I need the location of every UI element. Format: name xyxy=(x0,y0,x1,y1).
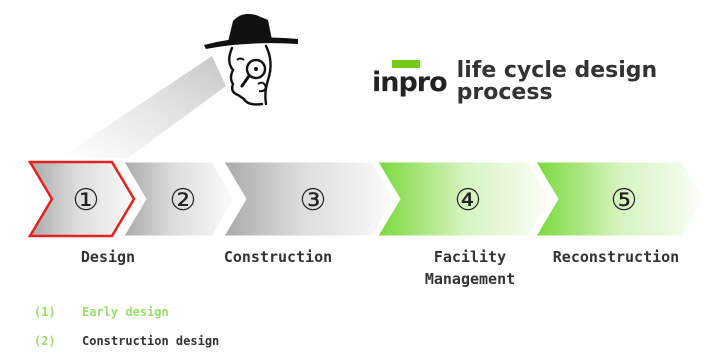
step-number-2: ② xyxy=(170,183,197,218)
legend-text: Construction design xyxy=(82,334,220,348)
logo-accent-bar xyxy=(392,59,420,68)
step-number-1: ① xyxy=(73,183,100,218)
logo-text: inpro xyxy=(372,66,448,98)
step-chevron-4 xyxy=(377,161,551,237)
phase-label-construction: Construction xyxy=(223,248,333,266)
step-number-3: ③ xyxy=(300,183,327,218)
diagram-title: life cycle design process xyxy=(456,58,658,105)
legend-item-2: (2) Construction design xyxy=(34,333,219,349)
legend-number: (2) xyxy=(34,334,56,348)
step-number-4: ④ xyxy=(455,183,482,218)
step-chevrons: ① ② ③ ④ ⑤ xyxy=(27,160,704,238)
phase-label-reconstruction: Reconstruction xyxy=(552,248,680,266)
phase-label-design: Design xyxy=(80,248,136,266)
legend-number: (1) xyxy=(34,305,56,319)
step-chevron-2 xyxy=(123,161,235,237)
phase-label-facility-management: Facility Management xyxy=(424,248,516,288)
step-chevron-5 xyxy=(535,161,704,237)
step-chevron-1 xyxy=(27,160,136,238)
spotlight-beam xyxy=(60,56,226,158)
legend-item-1: (1) Early design xyxy=(34,304,169,320)
legend-text: Early design xyxy=(82,305,169,319)
step-number-5: ⑤ xyxy=(611,183,638,218)
inpro-logo: inpro xyxy=(372,59,448,98)
header: inpro life cycle design process xyxy=(372,58,704,105)
detective-figure-icon xyxy=(204,13,298,106)
step-chevron-3 xyxy=(223,161,395,237)
